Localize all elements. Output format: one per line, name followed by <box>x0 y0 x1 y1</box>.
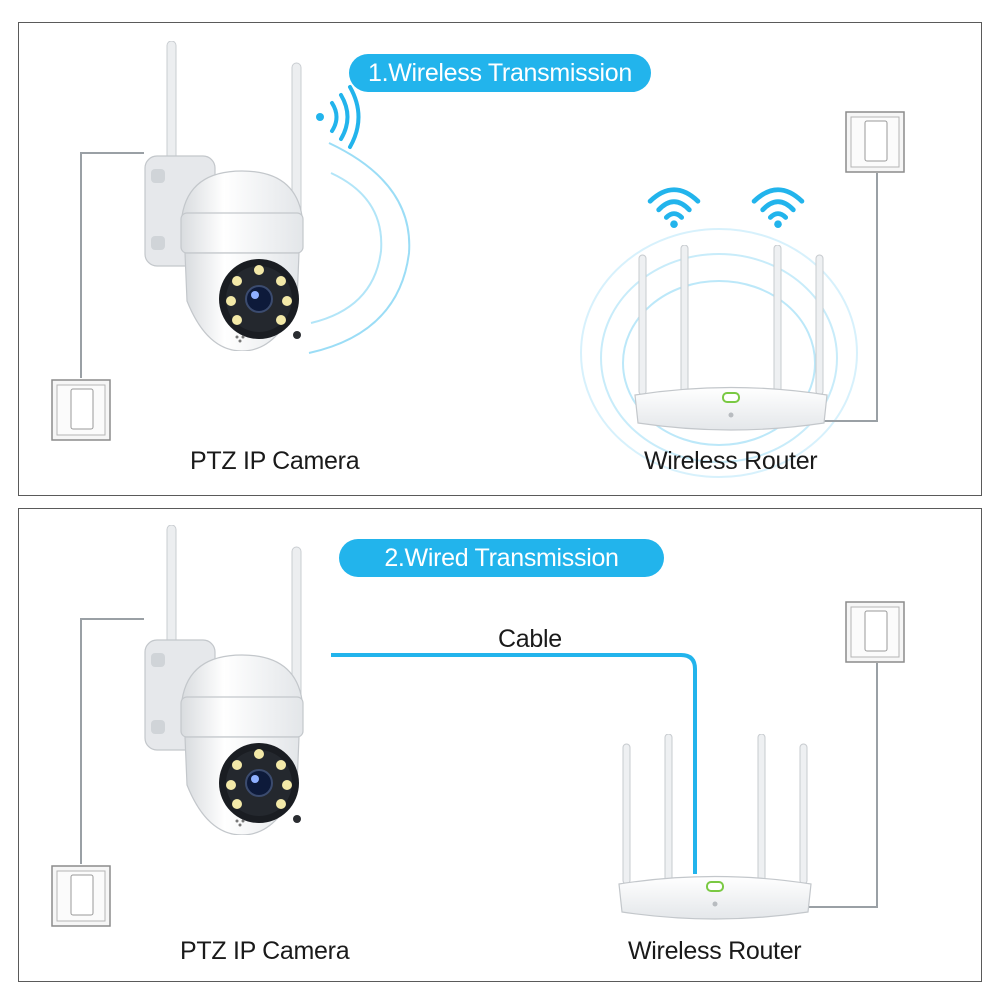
wireless-transmission-panel: 1.Wireless Transmission PT <box>18 22 982 496</box>
router-power-cord <box>799 663 878 908</box>
camera-power-outlet-icon <box>51 379 111 441</box>
network-cable <box>331 653 697 874</box>
router-wifi-signal-icon-right <box>754 190 802 228</box>
camera-signal-waves-icon <box>308 85 411 354</box>
wired-diagram-art <box>51 525 905 927</box>
wireless-diagram-art <box>51 41 905 478</box>
camera-power-cord <box>80 152 144 378</box>
router-wifi-signal-icon-left <box>650 190 698 228</box>
wired-camera-label: PTZ IP Camera <box>180 937 350 965</box>
wired-transmission-panel: 2.Wired Transmission Cable PTZ IP Camera… <box>18 508 982 982</box>
wireless-transmission-title: 1.Wireless Transmission <box>349 54 651 92</box>
wireless-camera-label: PTZ IP Camera <box>190 447 360 475</box>
wireless-router-label: Wireless Router <box>644 447 818 475</box>
camera-power-cord <box>80 618 144 864</box>
wired-transmission-title: 2.Wired Transmission <box>339 539 664 577</box>
router-power-outlet-icon <box>845 111 905 173</box>
wireless-router-icon <box>634 245 828 431</box>
router-power-cord <box>809 173 878 422</box>
wireless-router-icon <box>618 734 812 920</box>
camera-power-outlet-icon <box>51 865 111 927</box>
ptz-camera-icon <box>144 41 304 351</box>
router-power-outlet-icon <box>845 601 905 663</box>
cable-label: Cable <box>498 625 562 653</box>
router-signal-halo <box>580 228 858 478</box>
wired-router-label: Wireless Router <box>628 937 802 965</box>
ptz-camera-icon <box>144 525 304 835</box>
